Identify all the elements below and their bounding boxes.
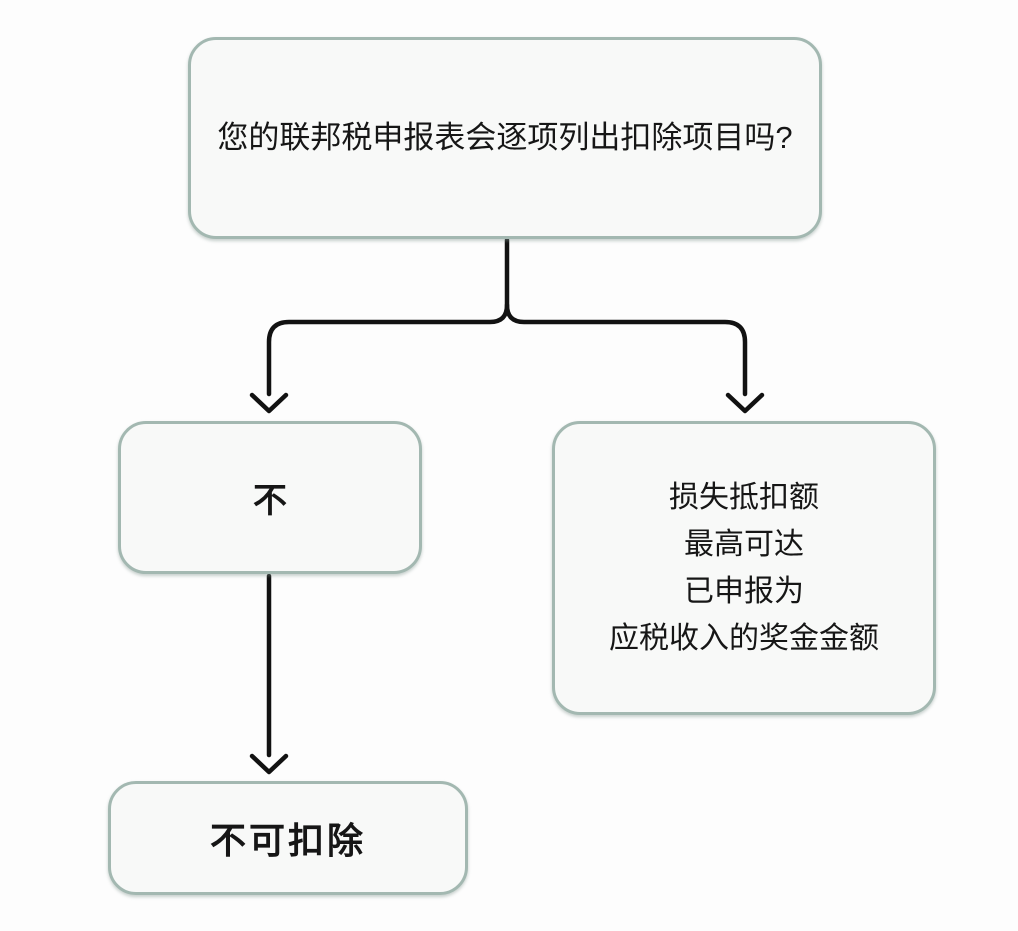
arrowhead-down-icon xyxy=(249,753,289,775)
fork-left-connector xyxy=(266,237,510,397)
yes-result-line-4: 应税收入的奖金金额 xyxy=(609,622,879,655)
node-no-box: 不 xyxy=(118,421,422,574)
yes-result-line-1: 损失抵扣额 xyxy=(669,481,819,514)
question-text: 您的联邦税申报表会逐项列出扣除项目吗? xyxy=(217,120,793,155)
yes-result-line-3: 已申报为 xyxy=(684,575,804,608)
node-question-box: 您的联邦税申报表会逐项列出扣除项目吗? xyxy=(188,37,822,239)
no-text: 不 xyxy=(253,482,287,520)
fork-right-connector xyxy=(504,302,748,397)
yes-result-line-2: 最高可达 xyxy=(684,528,804,561)
arrowhead-down-icon xyxy=(249,392,289,414)
arrowhead-down-icon xyxy=(725,392,765,414)
no-result-text: 不可扣除 xyxy=(209,820,366,861)
node-no-result-box: 不可扣除 xyxy=(108,781,468,895)
node-yes-result-box: 损失抵扣额 最高可达 已申报为 应税收入的奖金金额 xyxy=(552,421,936,715)
